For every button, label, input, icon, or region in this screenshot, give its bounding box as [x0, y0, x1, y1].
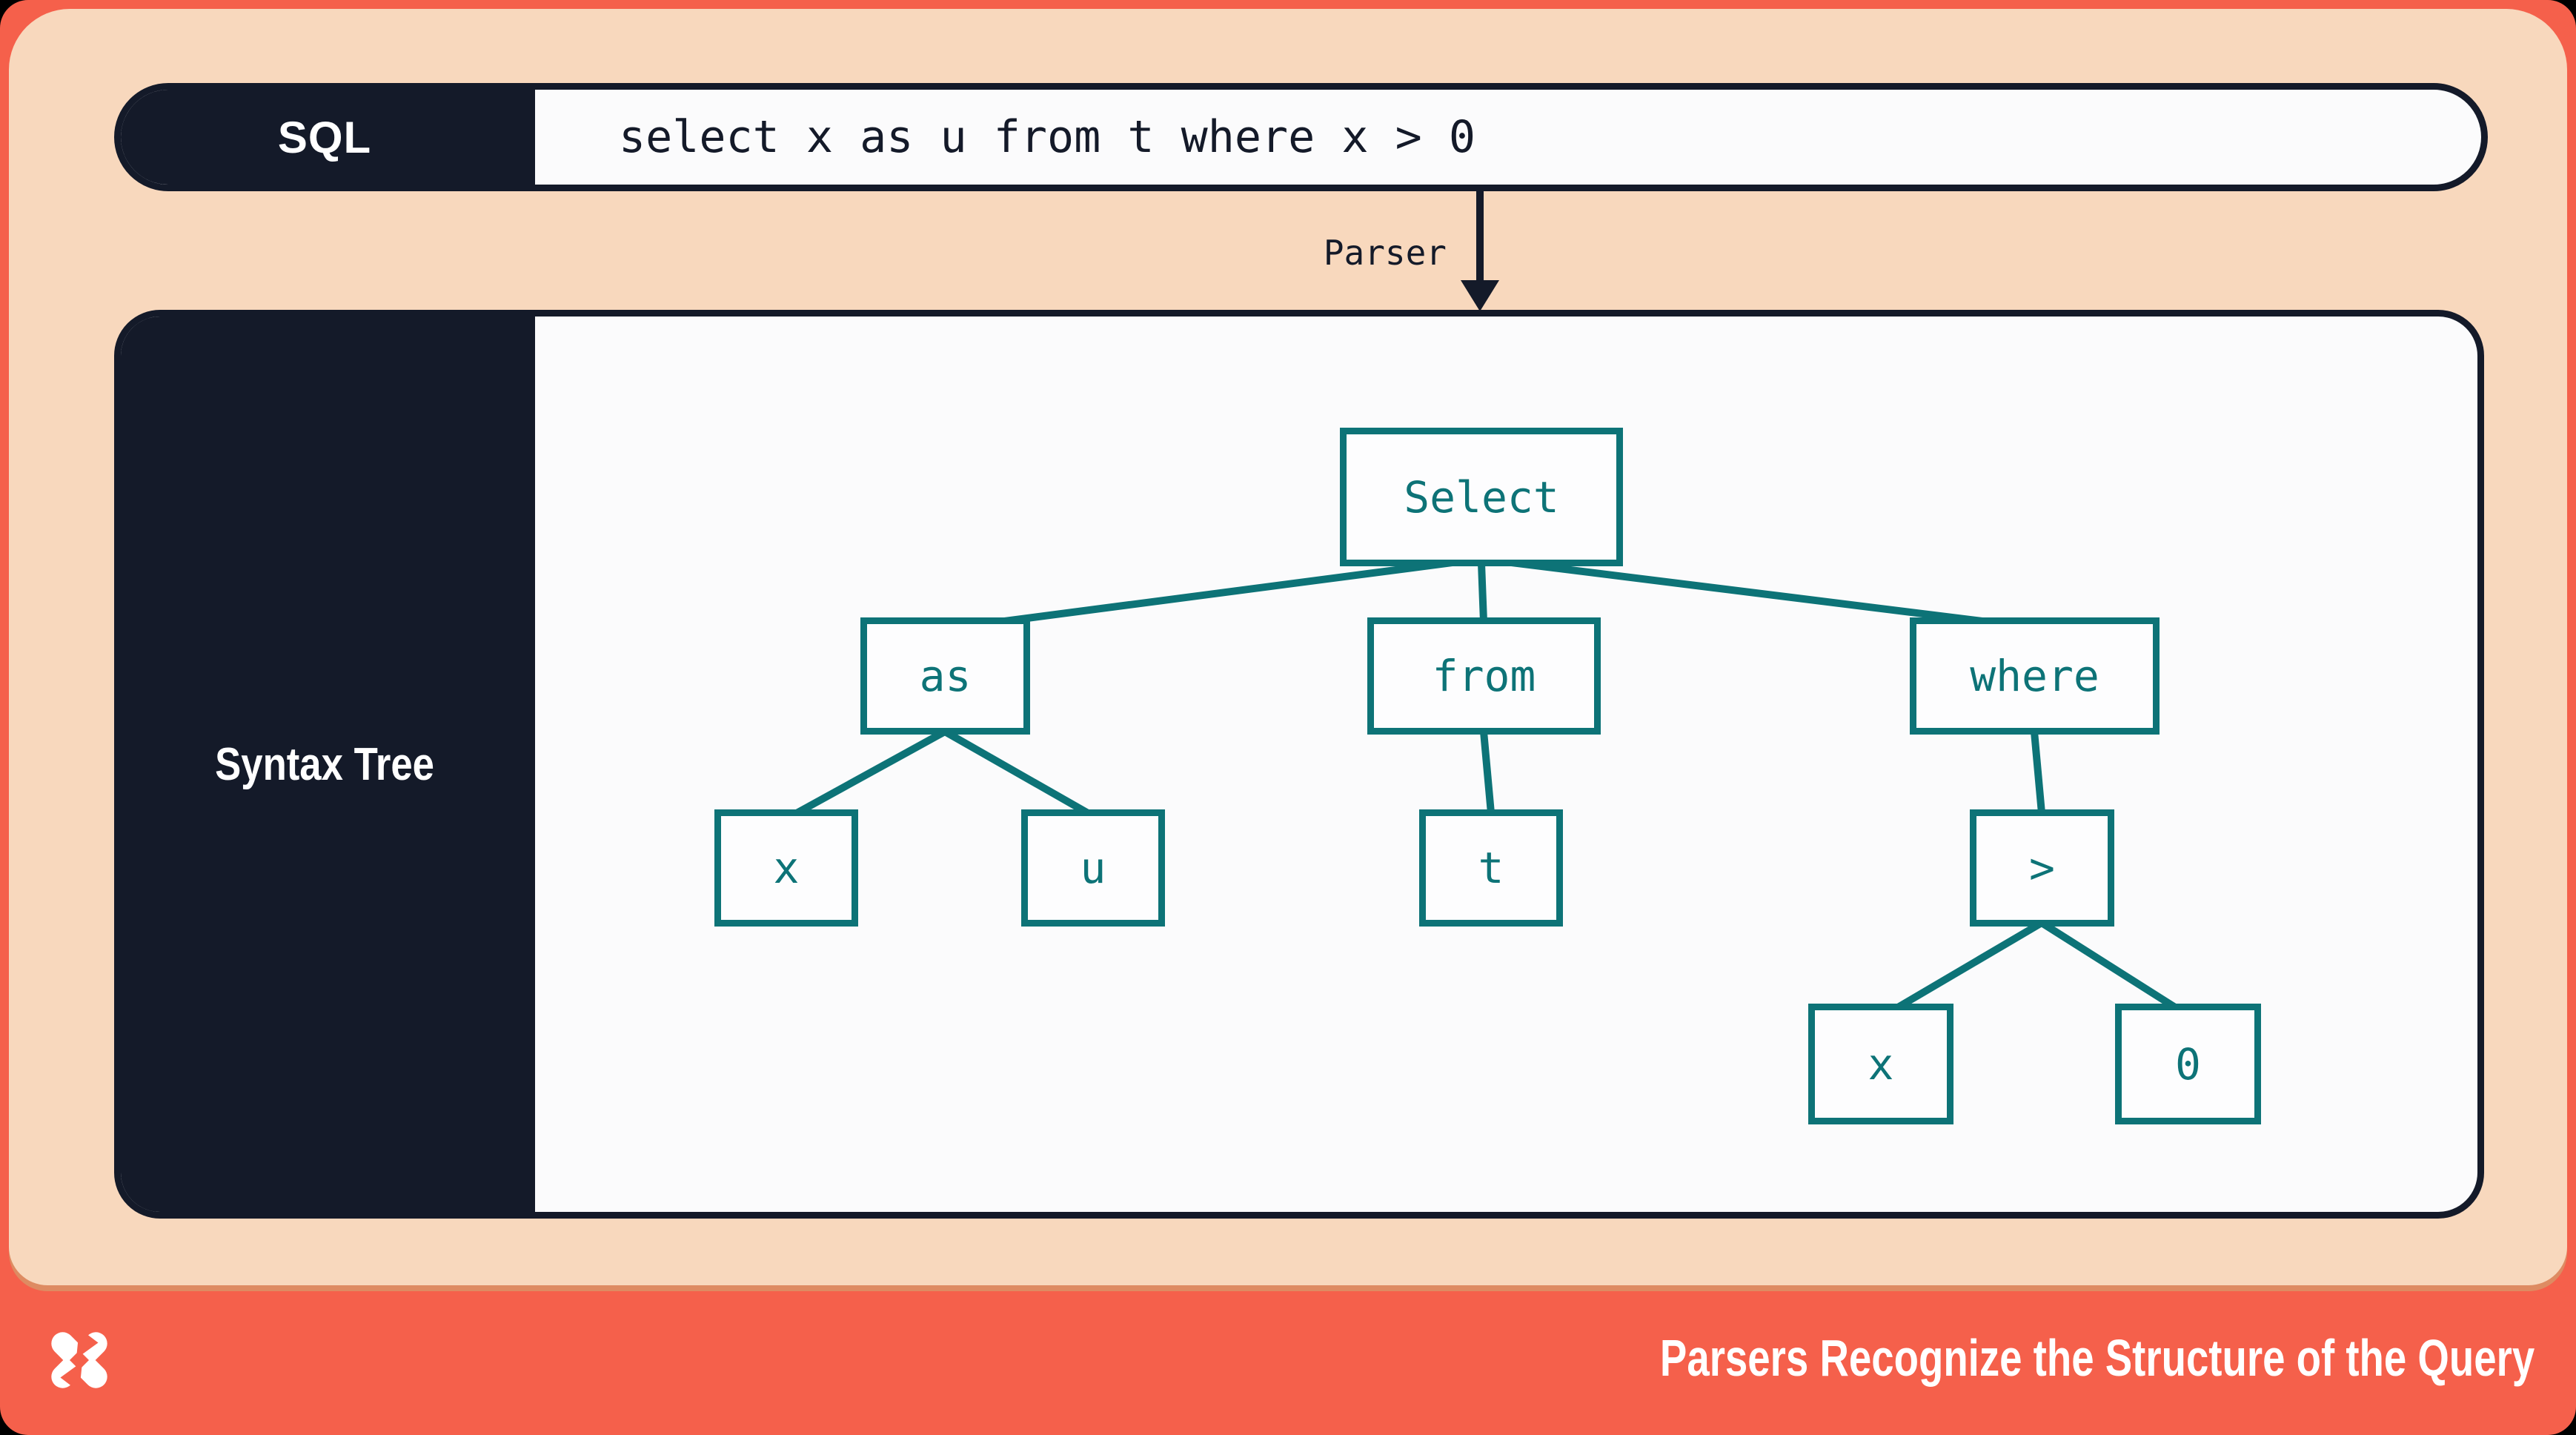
tree-node-label: where: [1970, 651, 2099, 701]
tree-node-select: Select: [1340, 428, 1623, 566]
tree-node-x-filter: x: [1808, 1004, 1953, 1124]
dolt-logo-icon: [51, 1328, 107, 1392]
content-area: SQL select x as u from t where x > 0 Par…: [9, 9, 2567, 1285]
sql-bar-label-section: SQL: [121, 90, 535, 185]
tree-node-t: t: [1419, 809, 1563, 927]
tree-node-from: from: [1367, 617, 1601, 735]
parser-label: Parser: [1323, 233, 1447, 273]
tree-node-greater-than: >: [1970, 809, 2114, 927]
tree-node-label: from: [1432, 651, 1536, 701]
sql-bar-label: SQL: [277, 112, 372, 162]
tree-node-u: u: [1021, 809, 1165, 927]
sql-query-text: select x as u from t where x > 0: [619, 111, 1475, 163]
sql-bar: SQL select x as u from t where x > 0: [114, 83, 2488, 191]
footer-title: Parsers Recognize the Structure of the Q…: [1659, 1329, 2534, 1387]
syntax-tree-label: Syntax Tree: [215, 738, 434, 790]
tree-node-label: >: [2029, 843, 2055, 893]
tree-node-zero: 0: [2115, 1004, 2261, 1124]
tree-node-label: as: [919, 651, 972, 701]
tree-edges: [794, 557, 2177, 1011]
tree-node-label: 0: [2175, 1038, 2201, 1090]
syntax-tree-panel: Syntax Tree Select as: [114, 310, 2484, 1219]
tree-node-label: x: [1868, 1038, 1894, 1090]
syntax-tree-label-section: Syntax Tree: [121, 317, 535, 1212]
tree-node-label: Select: [1404, 471, 1559, 523]
tree-node-label: t: [1478, 843, 1504, 893]
tree-node-where: where: [1910, 617, 2160, 735]
tree-node-x-projected: x: [714, 809, 858, 927]
tree-node-label: u: [1080, 843, 1106, 893]
parser-arrow-icon: [1461, 191, 1499, 311]
tree-node-as: as: [860, 617, 1030, 735]
tree-node-label: x: [773, 843, 800, 893]
